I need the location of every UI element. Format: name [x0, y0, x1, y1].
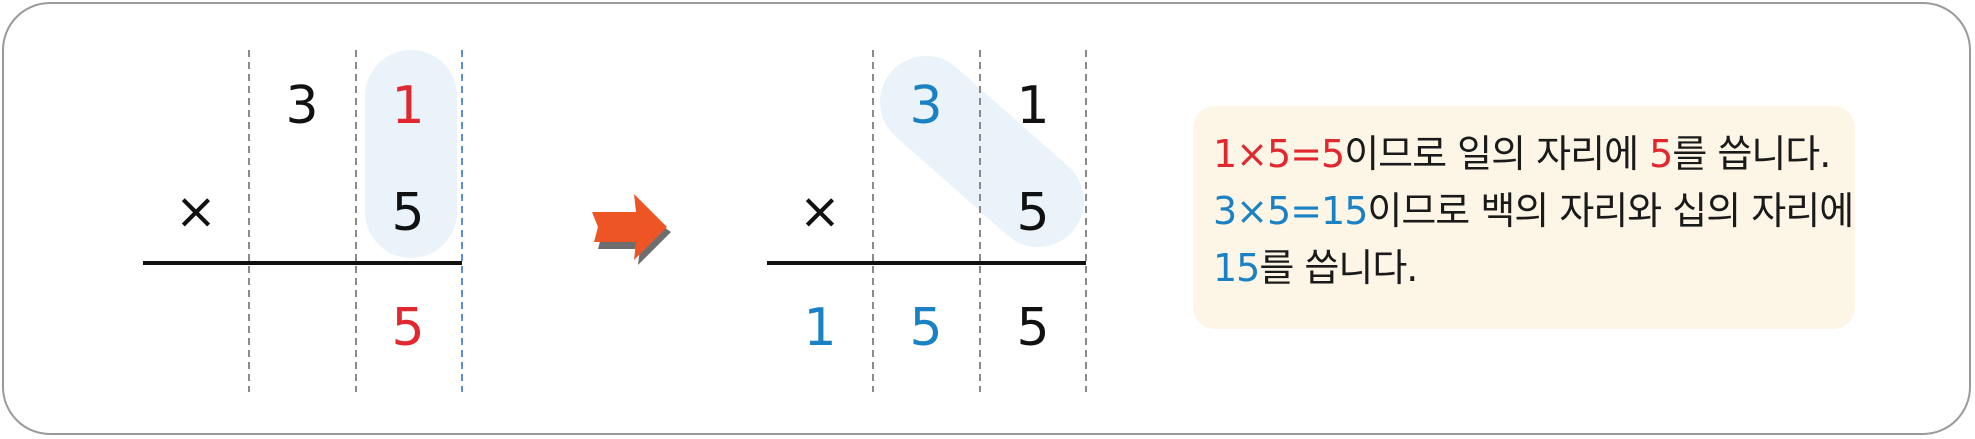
right-diagonal-highlight [880, 56, 1084, 247]
note-digit-1: 5 [1649, 132, 1673, 176]
note-digit-3: 15 [1213, 246, 1260, 290]
note-text-1a: 이므로 일의 자리에 [1344, 132, 1650, 176]
note-line-3: 15를 씁니다. [1213, 240, 1855, 297]
right-calculation: 3 1 × 5 1 5 5 [767, 50, 1087, 392]
left-operator: × [175, 182, 217, 240]
note-expression-2: 3×5=15 [1213, 189, 1368, 233]
note-text-3: 를 씁니다. [1259, 246, 1418, 290]
right-top-tens: 3 [909, 76, 942, 136]
right-operator: × [799, 182, 841, 240]
right-result-tens: 5 [909, 298, 942, 358]
left-top-ones: 1 [391, 76, 424, 136]
left-multiplier: 5 [391, 183, 424, 243]
right-multiplier: 5 [1016, 183, 1049, 243]
left-calculation: 3 1 × 5 5 [143, 50, 463, 392]
left-ones-highlight [365, 50, 457, 258]
note-text-2: 이므로 백의 자리와 십의 자리에 [1367, 189, 1854, 233]
note-line-2: 3×5=15이므로 백의 자리와 십의 자리에 [1213, 183, 1855, 240]
right-top-ones: 1 [1016, 76, 1049, 136]
note-text-1b: 를 씁니다. [1672, 132, 1831, 176]
note-line-1: 1×5=5이므로 일의 자리에 5를 씁니다. [1213, 126, 1855, 183]
left-result-ones: 5 [391, 298, 424, 358]
left-top-tens: 3 [285, 76, 318, 136]
note-expression-1: 1×5=5 [1213, 132, 1345, 176]
right-arrow-icon [592, 194, 671, 265]
right-result-ones: 5 [1016, 298, 1049, 358]
right-result-hundreds: 1 [803, 298, 836, 358]
explanation-note: 1×5=5이므로 일의 자리에 5를 씁니다. 3×5=15이므로 백의 자리와… [1193, 106, 1855, 329]
